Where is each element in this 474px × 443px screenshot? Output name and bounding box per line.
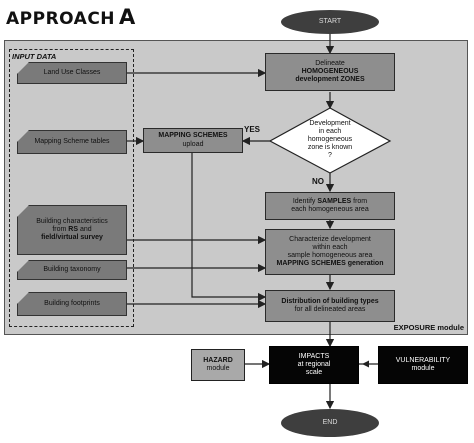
title-letter: A	[119, 5, 136, 29]
title-text: APPROACH	[6, 9, 116, 29]
yes-label: YES	[244, 125, 261, 134]
decision-diamond	[268, 107, 392, 174]
input-land-use-classes: Land Use Classes	[17, 62, 127, 84]
start-node: START	[281, 10, 379, 34]
exposure-module-label: EXPOSURE module	[393, 323, 464, 332]
end-node: END	[281, 409, 379, 437]
input-building-footprints: Building footprints	[17, 292, 127, 316]
input-building-taxonomy: Building taxonomy	[17, 260, 127, 280]
input-mapping-scheme-tables: Mapping Scheme tables	[17, 130, 127, 154]
no-label: NO	[312, 177, 324, 186]
arrow-mapping-distribution	[191, 152, 267, 302]
input-data-label: INPUT DATA	[12, 52, 57, 61]
input-data-group	[9, 49, 134, 327]
